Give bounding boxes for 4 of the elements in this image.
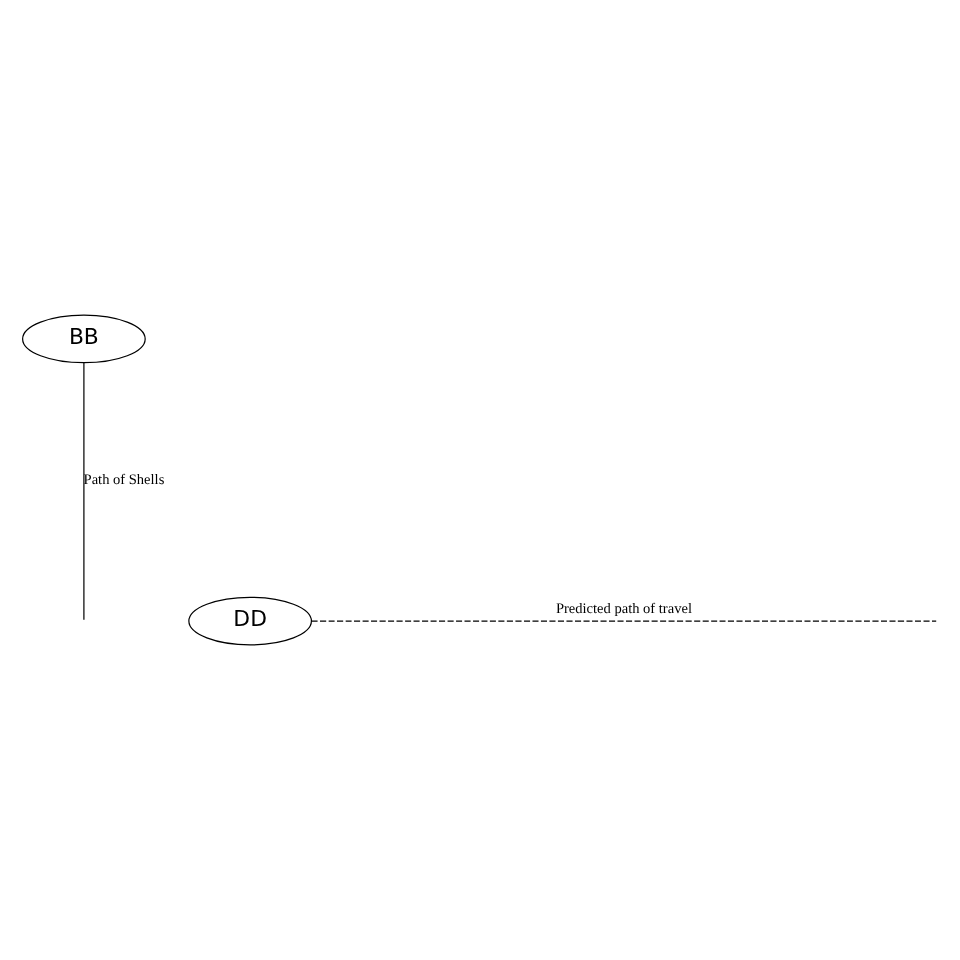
- connector: [83, 362, 85, 621]
- connector: [311, 620, 937, 622]
- node-ellipse: DD: [188, 596, 313, 646]
- node-ellipse: BB: [22, 314, 146, 364]
